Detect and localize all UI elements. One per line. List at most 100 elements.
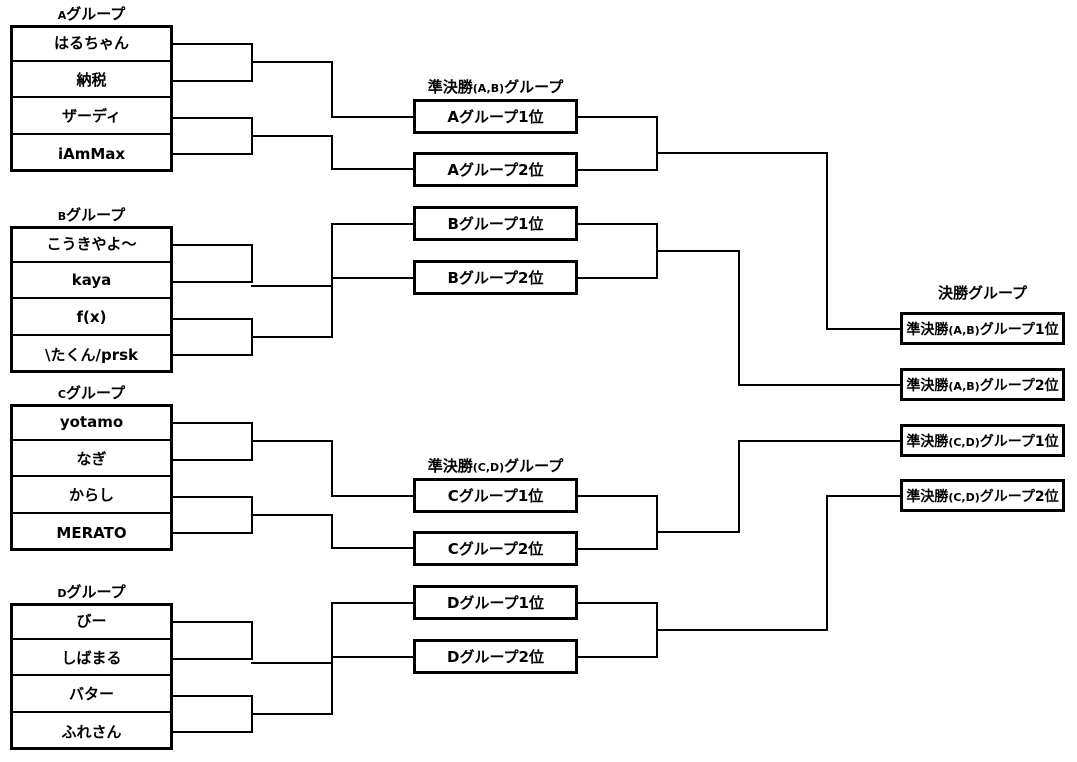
connector-line [331, 656, 415, 658]
group-row[interactable]: こうきやよ〜 [10, 226, 173, 263]
connector-line [578, 602, 658, 604]
final-title-label: 決勝グループ [937, 284, 1028, 302]
final-slot-1[interactable]: 準決勝(A,B)グループ1位 [900, 312, 1065, 345]
connector-line [656, 152, 828, 154]
group-table-B [10, 226, 173, 373]
connector-line [656, 116, 658, 171]
semifinal-ab-title: 準決勝(A,B)グループ [413, 78, 578, 98]
semifinal-cd-title: 準決勝(C,D)グループ [413, 457, 578, 477]
group-title-A: Aグループ [10, 5, 173, 25]
group-row[interactable]: 納税 [10, 62, 173, 98]
connector-line [578, 548, 658, 550]
connector-line [331, 656, 333, 715]
group-row[interactable]: バター [10, 676, 173, 713]
group-label-rest-C: グループ [65, 384, 126, 402]
semifinal-cd-slot-2[interactable]: Cグループ2位 [413, 531, 578, 566]
semifinal-ab-title-sub: (A,B) [472, 82, 505, 95]
connector-line [173, 532, 253, 534]
group-row[interactable]: からし [10, 477, 173, 514]
semifinal-cd-slot-3[interactable]: Dグループ1位 [413, 585, 578, 620]
connector-line [578, 223, 658, 225]
group-row[interactable]: はるちゃん [10, 25, 173, 62]
slot-label: 準決勝(A,B)グループ2位 [906, 377, 1059, 394]
group-table-C [10, 404, 173, 551]
group-row[interactable]: しばまる [10, 640, 173, 676]
group-title-D: Dグループ [10, 583, 173, 603]
semifinal-cd-title-main2: グループ [504, 457, 564, 475]
final-slot-3[interactable]: 準決勝(C,D)グループ1位 [900, 424, 1065, 457]
connector-line [251, 440, 333, 442]
connector-line [578, 656, 658, 658]
group-row[interactable]: f(x) [10, 299, 173, 336]
semifinal-ab-title-main1: 準決勝 [427, 78, 473, 96]
connector-line [251, 135, 333, 137]
group-letter-B: B [57, 210, 67, 223]
connector-line [331, 223, 415, 225]
connector-line [656, 531, 740, 533]
connector-line [173, 422, 253, 424]
connector-line [331, 61, 333, 118]
connector-line [173, 281, 253, 283]
semifinal-ab-slot-4[interactable]: Bグループ2位 [413, 260, 578, 295]
group-block-D: Dグループ びー しばまる バター ふれさん [10, 583, 173, 750]
connector-line [826, 328, 902, 330]
slot-label: Aグループ1位 [447, 108, 544, 126]
connector-line [738, 250, 740, 386]
connector-line [331, 168, 415, 170]
player-name: なぎ [76, 449, 107, 468]
semifinal-cd-slot-4[interactable]: Dグループ2位 [413, 639, 578, 674]
connector-line [251, 285, 333, 287]
group-row[interactable]: ザーディ [10, 98, 173, 135]
connector-line [738, 440, 740, 533]
connector-line [173, 695, 253, 697]
connector-line [826, 495, 902, 497]
connector-line [251, 713, 333, 715]
connector-line [173, 318, 253, 320]
group-block-A: Aグループ はるちゃん 納税 ザーディ iAmMax [10, 5, 173, 172]
connector-line [251, 336, 333, 338]
connector-line [331, 116, 415, 118]
slot-label: Bグループ1位 [447, 215, 544, 233]
slot-label: Cグループ2位 [447, 540, 544, 558]
connector-line [738, 440, 902, 442]
group-row[interactable]: ふれさん [10, 713, 173, 750]
group-row[interactable]: びー [10, 603, 173, 640]
group-row[interactable]: iAmMax [10, 135, 173, 172]
slot-label: Cグループ1位 [447, 487, 544, 505]
slot-label: Dグループ1位 [447, 594, 544, 612]
group-table-D [10, 603, 173, 750]
semifinal-cd-title-sub: (C,D) [472, 461, 505, 474]
semifinal-ab-slot-3[interactable]: Bグループ1位 [413, 206, 578, 241]
group-table-A [10, 25, 173, 172]
group-row[interactable]: なぎ [10, 441, 173, 477]
semifinal-ab-slot-1[interactable]: Aグループ1位 [413, 99, 578, 134]
semifinal-ab-slot-2[interactable]: Aグループ2位 [413, 152, 578, 187]
connector-line [173, 621, 253, 623]
connector-line [331, 602, 415, 604]
group-row[interactable]: kaya [10, 263, 173, 299]
connector-line [826, 152, 828, 330]
semifinal-ab-title-main2: グループ [504, 78, 564, 96]
connector-line [578, 495, 658, 497]
player-name: 納税 [76, 70, 107, 89]
player-name: バター [68, 685, 114, 703]
connector-line [251, 61, 333, 63]
group-label-rest-D: グループ [66, 583, 126, 601]
group-block-B: Bグループ こうきやよ〜 kaya f(x) \たくん/prsk [10, 206, 173, 373]
connector-line [331, 514, 333, 548]
connector-line [251, 244, 253, 283]
final-slot-4[interactable]: 準決勝(C,D)グループ2位 [900, 479, 1065, 512]
player-name: ザーディ [62, 107, 121, 125]
connector-line [656, 495, 658, 550]
connector-line [331, 495, 415, 497]
group-row[interactable]: MERATO [10, 514, 173, 551]
connector-line [331, 135, 333, 170]
connector-line [173, 496, 253, 498]
group-row[interactable]: yotamo [10, 404, 173, 441]
group-row[interactable]: \たくん/prsk [10, 336, 173, 373]
player-name: \たくん/prsk [45, 346, 138, 364]
connector-line [173, 153, 253, 155]
slot-label: Bグループ2位 [447, 269, 544, 287]
semifinal-cd-slot-1[interactable]: Cグループ1位 [413, 478, 578, 513]
final-slot-2[interactable]: 準決勝(A,B)グループ2位 [900, 368, 1065, 401]
